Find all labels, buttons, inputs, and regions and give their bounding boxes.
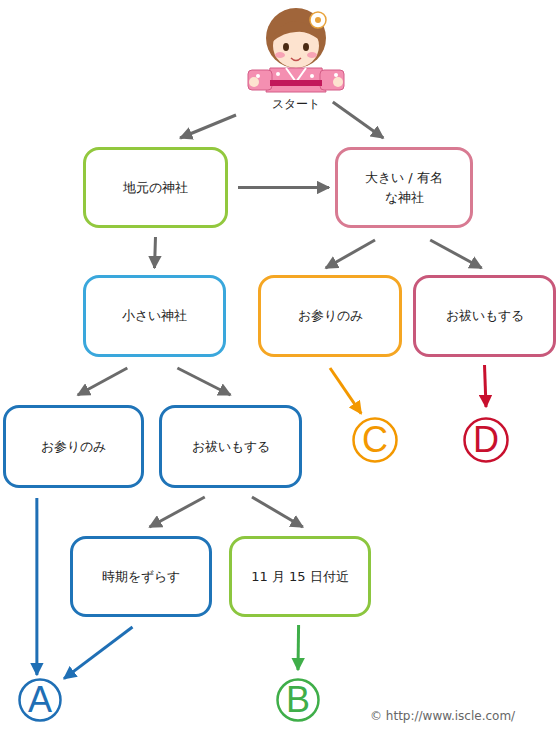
flow-arrow — [180, 115, 236, 138]
flow-arrow — [297, 625, 301, 670]
flow-arrow — [326, 240, 375, 268]
flow-arrow — [78, 368, 128, 395]
node-label: 大きい / 有名 な神社 — [354, 168, 454, 207]
shrine-girl-illustration — [248, 8, 344, 92]
hair — [266, 8, 326, 68]
node-label: 時期をずらす — [102, 567, 180, 587]
node-label: お参りのみ — [298, 306, 363, 326]
hand — [333, 77, 343, 87]
cheek — [307, 52, 317, 58]
result-circle: B — [276, 678, 320, 722]
process-box: お祓いもする — [413, 275, 556, 357]
node-label: 小さい神社 — [122, 306, 187, 326]
flow-arrow — [333, 102, 384, 138]
flow-arrow — [155, 237, 156, 268]
copyright-note: © http://www.iscle.com/ — [370, 709, 515, 723]
flow-arrow — [485, 365, 487, 407]
flow-arrow — [177, 368, 230, 395]
result-letter: B — [286, 682, 310, 718]
flow-arrow — [35, 498, 38, 675]
process-box: お祓いもする — [159, 405, 302, 488]
circle-outline — [20, 680, 61, 721]
hair-flower-center — [315, 17, 321, 23]
mouth — [291, 58, 301, 61]
eye — [303, 43, 309, 51]
process-box: 11 月 15 日付近 — [229, 536, 371, 617]
hair-flower — [310, 12, 326, 28]
result-circle: A — [18, 678, 62, 722]
flow-arrow — [64, 627, 132, 679]
flow-arrow — [238, 186, 329, 189]
kimono-pattern — [310, 74, 314, 78]
node-label: お祓いもする — [192, 437, 270, 457]
cheek — [275, 52, 285, 58]
kimono-body — [266, 68, 326, 92]
result-circle: C — [352, 417, 398, 463]
process-box: 地元の神社 — [83, 147, 228, 228]
node-label: 11 月 15 日付近 — [251, 567, 348, 587]
flow-arrow — [430, 240, 481, 268]
kimono-obi — [270, 80, 322, 86]
result-circle: D — [463, 417, 509, 463]
flow-arrow — [330, 368, 361, 414]
kimono-sleeve — [248, 70, 272, 90]
kimono-pattern — [334, 73, 338, 77]
start-label: スタート — [250, 94, 342, 114]
kimono-sleeve — [320, 70, 344, 90]
circle-outline — [465, 419, 508, 462]
node-label: お参りのみ — [41, 437, 106, 457]
flow-arrow — [150, 497, 205, 527]
circle-outline — [278, 680, 319, 721]
eye — [283, 43, 289, 51]
node-label: お祓いもする — [446, 306, 524, 326]
kimono-pattern — [256, 74, 260, 78]
node-label: 地元の神社 — [123, 178, 188, 198]
process-box: お参りのみ — [258, 275, 402, 357]
process-box: お参りのみ — [3, 405, 144, 488]
circle-outline — [354, 419, 397, 462]
flow-arrow — [252, 497, 303, 527]
node-label: スタート — [272, 95, 320, 113]
result-letter: C — [362, 422, 388, 458]
hand — [249, 77, 259, 87]
result-letter: A — [28, 682, 52, 718]
kimono-pattern — [276, 72, 280, 76]
result-letter: D — [473, 422, 499, 458]
process-box: 小さい神社 — [83, 275, 226, 357]
process-box: 時期をずらす — [70, 536, 212, 617]
kimono-collar — [286, 68, 306, 82]
process-box: 大きい / 有名 な神社 — [335, 147, 473, 228]
